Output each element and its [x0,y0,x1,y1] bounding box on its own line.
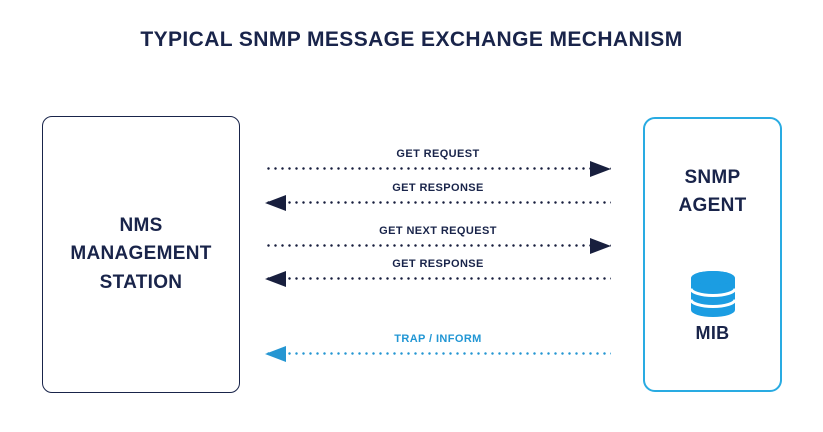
arrowhead-left-icon [265,345,286,362]
message-label: GET RESPONSE [392,258,484,270]
message-label: GET REQUEST [396,148,480,160]
dotted-line [265,345,611,362]
arrowhead-right-icon [590,237,611,254]
message-row-get-response: GET RESPONSE [265,257,611,287]
message-row-get-response: GET RESPONSE [265,181,611,211]
arrowhead-left-icon [265,194,286,211]
arrowhead-right-icon [590,160,611,177]
nms-management-station-box: NMS MANAGEMENT STATION [42,116,240,393]
nms-box-label: NMS MANAGEMENT STATION [70,212,211,298]
message-row-trap-inform: TRAP / INFORM [265,332,611,362]
nms-box-label-line: MANAGEMENT [70,243,212,265]
snmp-agent-box: SNMP AGENT MIB [643,117,782,392]
dotted-line [265,160,611,177]
agent-box-label: SNMP AGENT [679,164,747,219]
nms-box-label-line: STATION [99,271,183,293]
dotted-line [265,194,611,211]
database-icon [689,271,736,318]
dotted-line [265,270,611,287]
message-label: GET NEXT REQUEST [379,225,497,237]
nms-box-label-line: NMS [119,214,163,236]
agent-box-label-line: AGENT [678,194,747,216]
mib-label: MIB [695,323,730,344]
diagram-title: TYPICAL SNMP MESSAGE EXCHANGE MECHANISM [140,28,683,51]
message-label: TRAP / INFORM [394,333,482,345]
agent-box-label-line: SNMP [684,167,741,188]
message-row-get-next-request: GET NEXT REQUEST [265,224,611,254]
arrowhead-left-icon [265,270,286,287]
message-row-get-request: GET REQUEST [265,147,611,177]
message-label: GET RESPONSE [392,182,484,194]
dotted-line [265,237,611,254]
